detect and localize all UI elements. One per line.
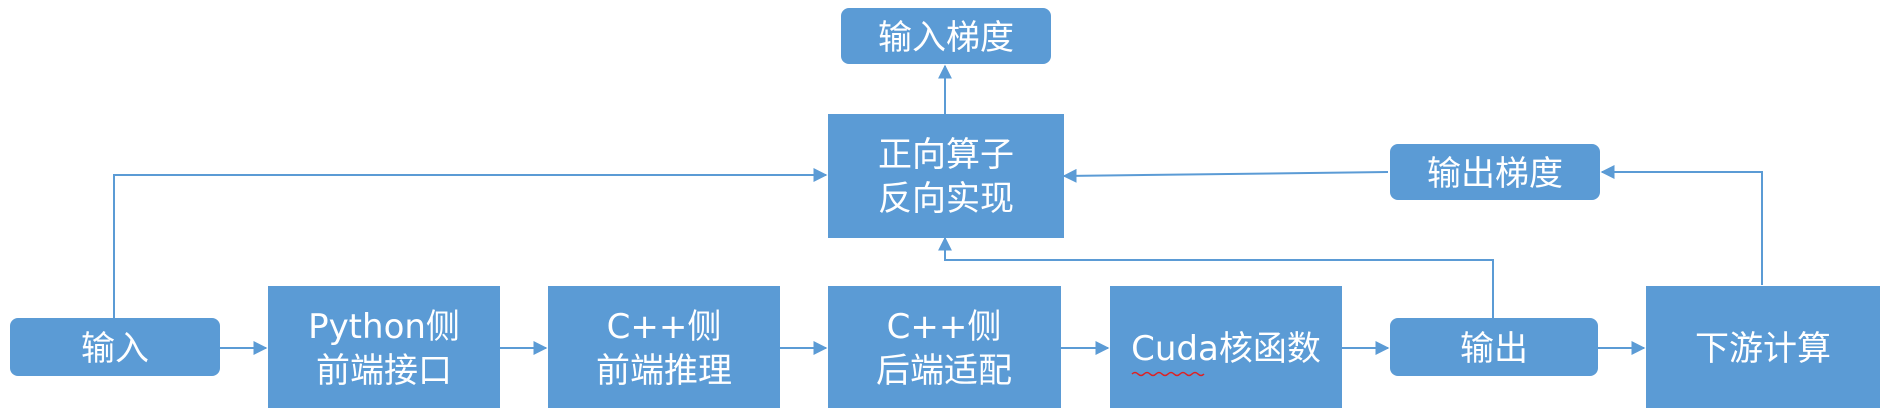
node-cpp-backend: C++侧 后端适配 xyxy=(828,286,1061,408)
node-cpp-frontend-line-1: C++侧 xyxy=(607,307,722,347)
node-cuda-kernel-label: Cuda核函数 xyxy=(1131,329,1321,369)
connectors xyxy=(113,64,1763,355)
node-output: 输出 xyxy=(1390,318,1598,376)
node-python-frontend-line-2: 前端接口 xyxy=(316,351,452,391)
node-output-grad-label: 输出梯度 xyxy=(1427,154,1563,194)
arrow-output-grad-to-operator xyxy=(1062,168,1389,183)
node-output-label: 输出 xyxy=(1460,329,1528,369)
node-downstream-label: 下游计算 xyxy=(1695,329,1831,369)
arrow-output-to-operator xyxy=(938,236,1494,318)
arrow-downstream-to-output-grad xyxy=(1600,165,1763,285)
node-input-grad-label: 输入梯度 xyxy=(878,18,1014,58)
node-downstream: 下游计算 xyxy=(1646,286,1880,408)
node-cpp-backend-line-1: C++侧 xyxy=(887,307,1002,347)
node-cpp-backend-line-2: 后端适配 xyxy=(876,351,1012,391)
arrow-input-to-operator xyxy=(113,168,828,318)
node-cpp-frontend-line-2: 前端推理 xyxy=(596,351,732,391)
node-cuda-kernel: Cuda核函数 xyxy=(1110,286,1342,408)
node-input: 输入 xyxy=(10,318,220,376)
node-operator-line-1: 正向算子 xyxy=(878,135,1014,175)
spellcheck-underline xyxy=(1131,371,1205,377)
node-operator: 正向算子 反向实现 xyxy=(828,114,1064,238)
node-python-frontend: Python侧 前端接口 xyxy=(268,286,500,408)
node-output-grad: 输出梯度 xyxy=(1390,144,1600,200)
node-input-grad: 输入梯度 xyxy=(841,8,1051,64)
node-cpp-frontend: C++侧 前端推理 xyxy=(548,286,780,408)
node-input-label: 输入 xyxy=(81,329,149,369)
node-operator-line-2: 反向实现 xyxy=(878,179,1014,219)
node-python-frontend-line-1: Python侧 xyxy=(308,307,460,347)
